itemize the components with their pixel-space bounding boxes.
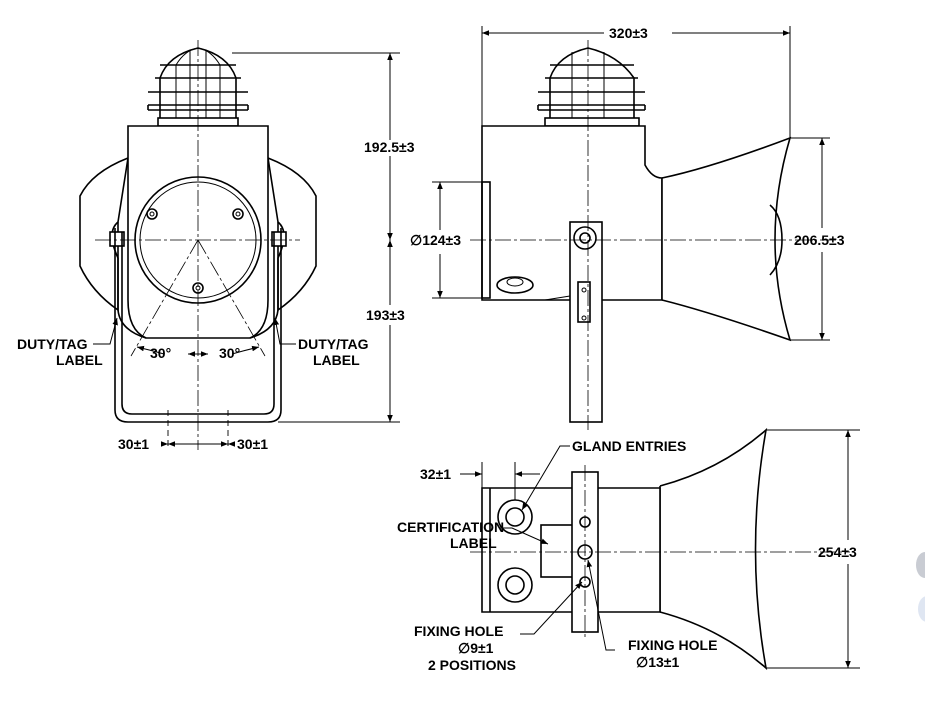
- gland-entries-label: GLAND ENTRIES: [572, 438, 686, 454]
- certification-line2: LABEL: [450, 535, 497, 551]
- upper-height-label: 192.5±3: [364, 139, 415, 155]
- bottom-horn: [659, 427, 768, 671]
- side-horn: [661, 136, 792, 342]
- edge-button-1[interactable]: [916, 552, 925, 578]
- offset-right-label: 30±1: [237, 436, 268, 452]
- duty-tag-right-line2: LABEL: [313, 352, 360, 368]
- horn-height-side-label: 206.5±3: [794, 232, 845, 248]
- fixing-hole-large-line1: FIXING HOLE: [628, 637, 717, 653]
- top-width-label: 320±3: [609, 25, 648, 41]
- duty-tag-left-line2: LABEL: [56, 352, 103, 368]
- gland-offset-label: 32±1: [420, 466, 451, 482]
- fixing-hole-large-line2: ∅13±1: [636, 654, 679, 670]
- body-diameter-label: ∅124±3: [410, 232, 461, 248]
- front-body: [127, 125, 269, 339]
- edge-button-2[interactable]: [918, 596, 925, 622]
- front-view: [79, 40, 317, 450]
- horn-height-bottom-label: 254±3: [818, 544, 857, 560]
- angle-left-label: 30°: [150, 345, 171, 361]
- certification-line1: CERTIFICATION: [397, 519, 504, 535]
- fixing-hole-small-line1: FIXING HOLE: [414, 623, 503, 639]
- side-dimension-lines: [432, 26, 830, 341]
- fixing-hole-small-line3: 2 POSITIONS: [428, 657, 516, 673]
- vertical-dimension-lines: [232, 52, 400, 423]
- side-view: [470, 40, 840, 430]
- fixing-hole-small-line2: ∅9±1: [458, 640, 494, 656]
- bottom-dimension-lines: [460, 429, 860, 669]
- offset-left-label: 30±1: [118, 436, 149, 452]
- lower-height-label: 193±3: [366, 307, 405, 323]
- bottom-view: [470, 427, 850, 671]
- angle-right-label: 30°: [219, 345, 240, 361]
- duty-tag-right-line1: DUTY/TAG: [298, 336, 369, 352]
- duty-tag-left-line1: DUTY/TAG: [17, 336, 88, 352]
